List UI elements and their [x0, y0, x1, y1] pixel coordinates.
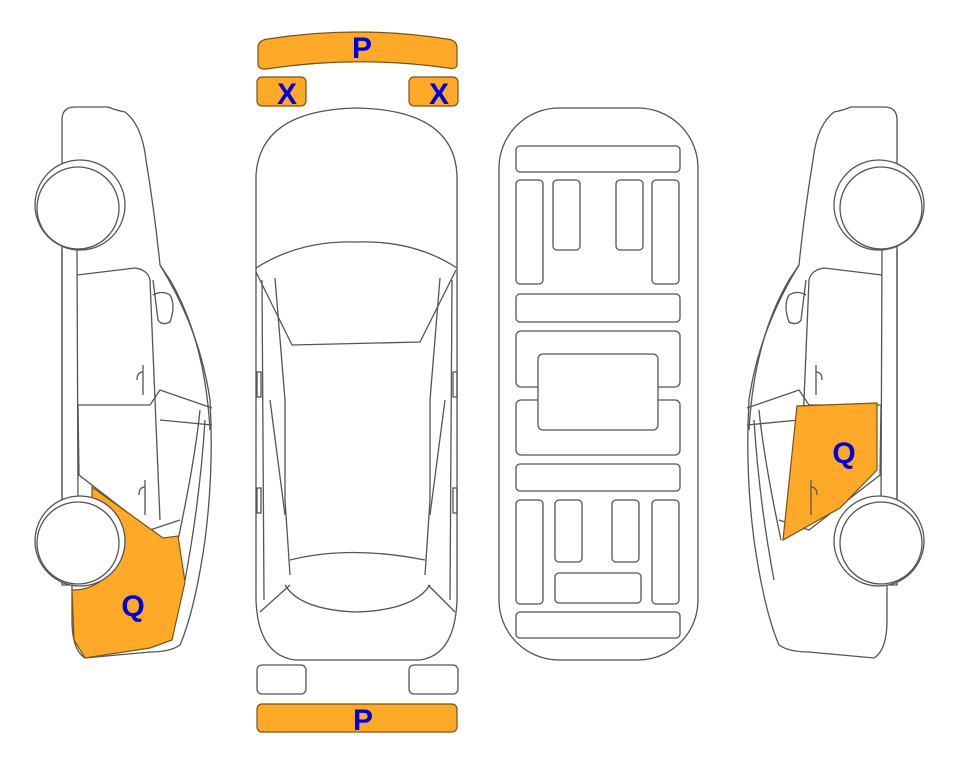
underbody-view — [498, 107, 699, 661]
right-rear-wheel[interactable] — [839, 501, 923, 585]
left-rear-wheel[interactable] — [36, 501, 120, 585]
rear-right-light[interactable] — [408, 664, 459, 695]
top-view: P X X P — [255, 31, 459, 737]
rear-bumper-label: P — [353, 704, 373, 737]
underbody-center-panel — [537, 353, 659, 431]
top-body-outline[interactable] — [255, 107, 458, 661]
front-left-light-label: X — [277, 78, 297, 111]
front-right-light-damage[interactable] — [408, 76, 459, 107]
right-rear-door-damage[interactable] — [782, 402, 878, 542]
left-rear-fender-label: Q — [121, 590, 144, 623]
front-left-light-damage[interactable] — [256, 76, 307, 107]
left-side-view: Q — [34, 106, 213, 659]
rear-bumper-damage[interactable] — [256, 703, 458, 733]
right-rear-door-label: Q — [832, 437, 855, 470]
front-bumper-damage[interactable] — [257, 31, 458, 70]
rear-left-light[interactable] — [256, 664, 307, 695]
front-bumper-label: P — [352, 32, 372, 65]
front-right-light-label: X — [429, 78, 449, 111]
right-front-wheel[interactable] — [839, 166, 923, 250]
left-front-wheel[interactable] — [36, 166, 120, 250]
right-side-view: Q — [746, 106, 925, 659]
